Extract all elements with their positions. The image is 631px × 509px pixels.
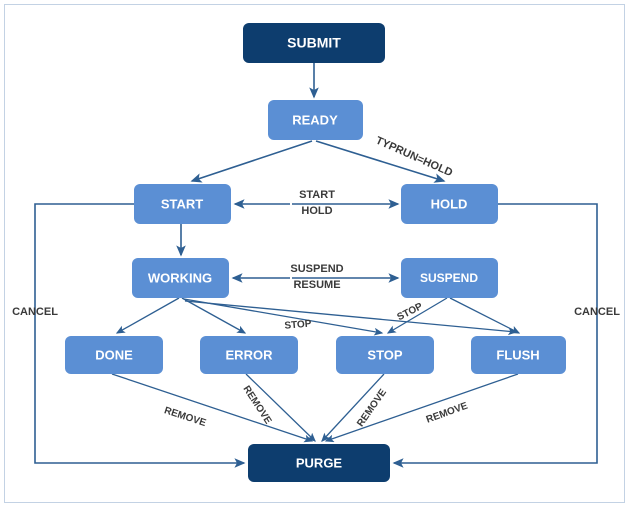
edge-suspend-to-flush [449, 297, 521, 334]
node-purge-rect[interactable] [248, 444, 390, 482]
edges-layer [34, 63, 598, 468]
edge-label-hold: HOLD [301, 205, 332, 217]
edge-stop-to-purge [321, 373, 385, 442]
node-suspend[interactable]: SUSPEND [401, 258, 498, 298]
node-stop-label: STOP [367, 347, 402, 362]
node-ready[interactable]: READY [268, 100, 363, 140]
edge-label-resume: RESUME [293, 279, 340, 291]
edge-ready-to-hold [315, 140, 446, 183]
edge-label-typrun-hold: TYPRUN=HOLD [374, 135, 455, 180]
node-hold-label: HOLD [431, 196, 468, 211]
node-submit[interactable]: SUBMIT [243, 23, 385, 63]
node-error[interactable]: ERROR [200, 336, 298, 374]
node-stop[interactable]: STOP [336, 336, 434, 374]
edge-working-to-stop [183, 298, 384, 336]
node-error-rect[interactable] [200, 336, 298, 374]
edge-label-start: START [299, 189, 335, 201]
edge-start-to-purge-cancel [34, 203, 246, 468]
node-start-label: START [161, 196, 203, 211]
edge-label-remove-1: REMOVE [163, 405, 208, 429]
edge-ready-to-start [190, 140, 313, 183]
node-done[interactable]: DONE [65, 336, 163, 374]
node-stop-rect[interactable] [336, 336, 434, 374]
node-done-rect[interactable] [65, 336, 163, 374]
edge-labels-layer: TYPRUN=HOLD START HOLD SUSPEND RESUME ST… [12, 135, 620, 430]
node-working-label: WORKING [148, 270, 212, 285]
edge-hold-to-purge-cancel [392, 203, 598, 468]
edge-label-remove-2: REMOVE [240, 384, 273, 427]
node-done-label: DONE [95, 347, 133, 362]
edge-working-to-error [181, 297, 247, 334]
edge-working-to-flush [184, 300, 518, 336]
edge-done-to-purge [111, 373, 314, 443]
node-hold[interactable]: HOLD [401, 184, 498, 224]
node-purge-label: PURGE [296, 455, 343, 470]
edge-label-cancel-left: CANCEL [12, 306, 58, 318]
node-submit-label: SUBMIT [287, 35, 341, 51]
edge-label-stop-left: STOP [284, 318, 312, 331]
node-start[interactable]: START [134, 184, 231, 224]
edge-working-to-done [115, 297, 180, 334]
node-purge[interactable]: PURGE [248, 444, 390, 482]
edge-label-remove-3: REMOVE [355, 387, 389, 429]
node-submit-rect[interactable] [243, 23, 385, 63]
node-flush-rect[interactable] [471, 336, 566, 374]
node-start-rect[interactable] [134, 184, 231, 224]
node-ready-rect[interactable] [268, 100, 363, 140]
node-flush-label: FLUSH [496, 347, 539, 362]
node-error-label: ERROR [226, 347, 274, 362]
node-flush[interactable]: FLUSH [471, 336, 566, 374]
node-ready-label: READY [292, 112, 338, 127]
nodes-layer: SUBMIT READY START HOLD WORKING SUSPEND [65, 23, 566, 482]
edge-error-to-purge [245, 373, 316, 442]
node-hold-rect[interactable] [401, 184, 498, 224]
edge-label-suspend: SUSPEND [290, 263, 343, 275]
node-working[interactable]: WORKING [132, 258, 229, 298]
node-suspend-rect[interactable] [401, 258, 498, 298]
edge-flush-to-purge [324, 373, 519, 443]
edge-suspend-to-stop [386, 297, 448, 334]
edge-label-cancel-right: CANCEL [574, 306, 620, 318]
node-working-rect[interactable] [132, 258, 229, 298]
node-suspend-label: SUSPEND [420, 271, 478, 285]
